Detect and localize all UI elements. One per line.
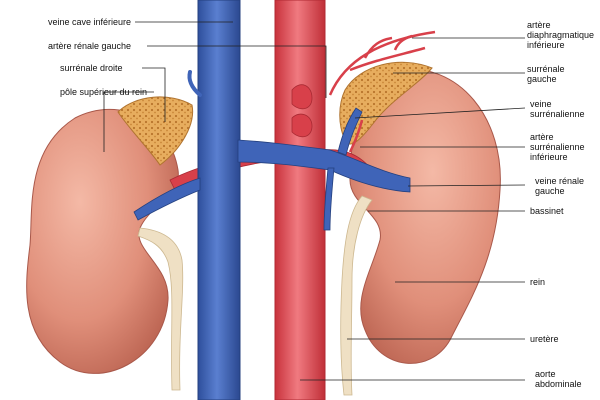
left-kidney <box>340 68 501 396</box>
label-left-adrenal: surrénale gauche <box>527 64 565 84</box>
label-kidney: rein <box>530 277 546 287</box>
label-inferior-phrenic-artery: artère diaphragmatique inférieure <box>527 20 595 50</box>
right-adrenal-gland <box>117 96 194 166</box>
left-adrenal-gland <box>339 61 433 145</box>
right-kidney <box>26 108 184 391</box>
label-upper-pole: pôle supérieur du rein <box>60 87 148 97</box>
right-renal-vein <box>133 177 201 221</box>
label-ureter: uretère <box>530 334 559 344</box>
label-adrenal-vein: veine surrénalienne <box>530 99 585 119</box>
label-left-renal-vein: veine rénale gauche <box>535 176 585 196</box>
label-inferior-adrenal-artery: artère surrénalienne inférieure <box>530 132 585 162</box>
abdominal-aorta <box>274 0 326 400</box>
label-left-renal-artery: artère rénale gauche <box>48 41 132 51</box>
label-renal-pelvis: bassinet <box>530 206 564 216</box>
label-right-adrenal: surrénale droite <box>60 63 123 73</box>
inferior-vena-cava <box>197 0 241 400</box>
adrenal-vein <box>337 107 363 156</box>
inferior-phrenic-artery <box>328 30 436 96</box>
label-abdominal-aorta: aorte abdominale <box>535 369 582 389</box>
leader-lines <box>103 21 526 381</box>
label-vena-cava: veine cave inférieure <box>48 17 132 27</box>
left-renal-vein-vessel <box>237 139 411 193</box>
inferior-adrenal-artery <box>348 119 364 153</box>
